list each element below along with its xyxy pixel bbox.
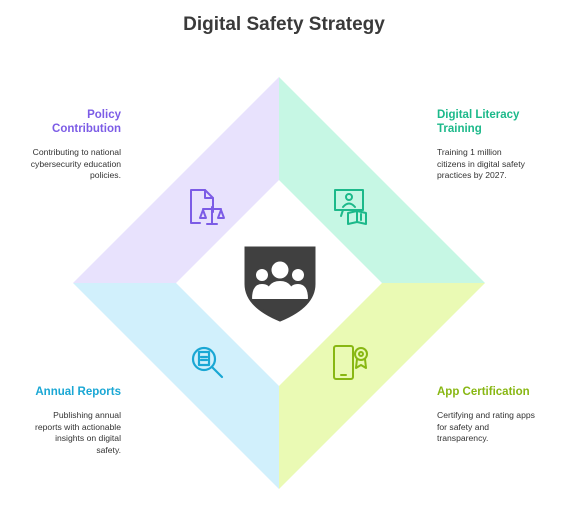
- literacy-label-line1: Digital Literacy: [437, 109, 520, 121]
- app-label-line1: App Certification: [437, 386, 530, 398]
- policy-desc-line1: Contributing to national: [32, 147, 121, 157]
- reports-desc-line2: reports with actionable: [35, 421, 121, 432]
- reports-quadrant: [73, 283, 279, 489]
- reports-description: Publishing annual reports with actionabl…: [10, 410, 121, 456]
- document-scales-icon: [190, 189, 225, 225]
- app-desc-line2: for safety and: [437, 421, 490, 432]
- literacy-label: Digital Literacy Training: [437, 108, 562, 136]
- page-title: Digital Safety Strategy: [183, 14, 385, 35]
- literacy-desc-line1: Training 1 million: [437, 147, 502, 157]
- reports-label-line1: Annual Reports: [35, 386, 121, 398]
- literacy-desc-line2: citizens in digital safety: [437, 158, 525, 169]
- literacy-quadrant: [279, 77, 485, 283]
- literacy-description: Training 1 million citizens in digital s…: [437, 147, 562, 182]
- policy-label-line2: Contribution: [52, 123, 121, 135]
- app-desc-line3: transparency.: [437, 433, 489, 443]
- app-quadrant: [279, 283, 485, 489]
- reports-desc-line1: Publishing annual: [53, 410, 121, 420]
- policy-description: Contributing to national cybersecurity e…: [10, 147, 121, 182]
- presentation-board-icon: [334, 189, 367, 225]
- reports-desc-line3: insights on digital: [55, 433, 121, 443]
- phone-certificate-icon: [333, 345, 368, 380]
- app-description: Certifying and rating apps for safety an…: [437, 410, 562, 445]
- policy-label: Policy Contribution: [20, 108, 121, 136]
- app-label: App Certification: [437, 385, 562, 399]
- reports-desc-line4: safety.: [96, 444, 121, 455]
- policy-label-line1: Policy: [87, 109, 121, 121]
- reports-label: Annual Reports: [10, 385, 121, 399]
- literacy-label-line2: Training: [437, 123, 482, 135]
- literacy-desc-line3: practices by 2027.: [437, 170, 507, 180]
- app-desc-line1: Certifying and rating apps: [437, 410, 535, 420]
- policy-quadrant: [73, 77, 279, 283]
- policy-desc-line3: policies.: [89, 170, 121, 180]
- search-document-icon: [191, 346, 224, 379]
- policy-desc-line2: cybersecurity education: [30, 158, 121, 169]
- group-shield-icon: [244, 246, 316, 322]
